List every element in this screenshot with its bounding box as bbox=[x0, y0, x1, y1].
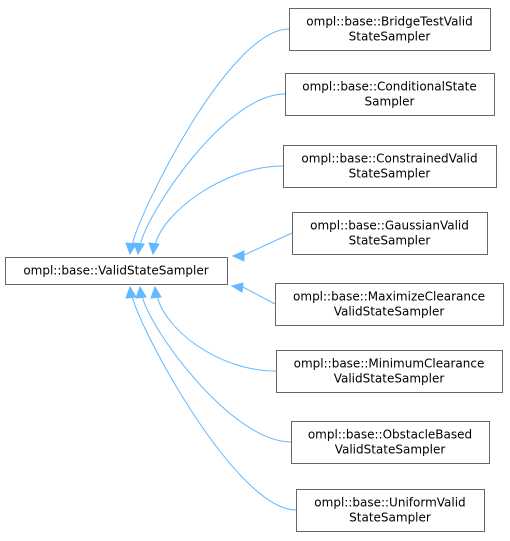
node-bridgetestvalidstatesampler-label-line: ompl::base::BridgeTestValid bbox=[306, 15, 472, 29]
inheritance-edge bbox=[241, 232, 293, 257]
inheritance-edges bbox=[125, 28, 297, 511]
node-validstatesampler[interactable]: ompl::base::ValidStateSampler bbox=[5, 257, 228, 285]
node-constrainedvalidstatesampler-label-line: ompl::base::ConstrainedValid bbox=[301, 152, 477, 166]
node-maximizeclearancevalidstatesampler-label-line: ompl::base::MaximizeClearance bbox=[293, 290, 485, 304]
class-nodes: ompl::base::ValidStateSamplerompl::base:… bbox=[5, 8, 504, 532]
arrowhead-icon bbox=[230, 282, 244, 293]
node-gaussianvalidstatesampler-label-line: StateSampler bbox=[349, 234, 431, 248]
inheritance-edge bbox=[154, 165, 284, 247]
node-gaussianvalidstatesampler-label-line: ompl::base::GaussianValid bbox=[310, 219, 469, 233]
node-constrainedvalidstatesampler-box bbox=[283, 145, 497, 188]
inheritance-edge bbox=[240, 285, 276, 305]
node-constrainedvalidstatesampler-label-line: StateSampler bbox=[349, 167, 431, 181]
node-minimumclearancevalidstatesampler-label-line: ValidStateSampler bbox=[334, 372, 445, 386]
node-validstatesampler-box bbox=[5, 257, 228, 285]
arrowhead-icon bbox=[125, 242, 137, 256]
node-uniformvalidstatesampler-box bbox=[296, 489, 485, 532]
node-obstaclebasedvalidstatesampler-label-line: ValidStateSampler bbox=[335, 443, 446, 457]
node-bridgetestvalidstatesampler-label-line: StateSampler bbox=[349, 30, 431, 44]
node-minimumclearancevalidstatesampler[interactable]: ompl::base::MinimumClearanceValidStateSa… bbox=[276, 350, 503, 393]
node-validstatesampler-label-line: ompl::base::ValidStateSampler bbox=[23, 264, 208, 278]
inheritance-edge bbox=[141, 294, 292, 443]
node-uniformvalidstatesampler-label-line: ompl::base::UniformValid bbox=[314, 496, 465, 510]
arrowhead-icon bbox=[133, 242, 145, 256]
inheritance-edge bbox=[139, 93, 286, 247]
inheritance-edge bbox=[131, 28, 290, 247]
node-conditionalstatesampler-label-line: Sampler bbox=[365, 95, 415, 109]
node-obstaclebasedvalidstatesampler[interactable]: ompl::base::ObstacleBasedValidStateSampl… bbox=[291, 421, 490, 464]
inheritance-edge bbox=[131, 294, 297, 511]
node-uniformvalidstatesampler-label-line: StateSampler bbox=[349, 511, 431, 525]
node-minimumclearancevalidstatesampler-box bbox=[276, 350, 503, 393]
node-obstaclebasedvalidstatesampler-box bbox=[291, 421, 490, 464]
arrowhead-icon bbox=[125, 285, 137, 299]
arrowhead-icon bbox=[135, 285, 147, 299]
inheritance-edge bbox=[156, 294, 277, 372]
node-conditionalstatesampler-label-line: ompl::base::ConditionalState bbox=[302, 80, 476, 94]
arrowhead-icon bbox=[148, 242, 160, 256]
node-bridgetestvalidstatesampler-box bbox=[289, 8, 491, 51]
node-maximizeclearancevalidstatesampler-box bbox=[275, 283, 504, 326]
node-conditionalstatesampler-box bbox=[285, 73, 495, 116]
node-obstaclebasedvalidstatesampler-label-line: ompl::base::ObstacleBased bbox=[308, 428, 472, 442]
node-maximizeclearancevalidstatesampler[interactable]: ompl::base::MaximizeClearanceValidStateS… bbox=[275, 283, 504, 326]
arrowhead-icon bbox=[150, 285, 162, 299]
node-gaussianvalidstatesampler-box bbox=[292, 212, 488, 255]
node-maximizeclearancevalidstatesampler-label-line: ValidStateSampler bbox=[334, 305, 445, 319]
node-minimumclearancevalidstatesampler-label-line: ompl::base::MinimumClearance bbox=[294, 357, 485, 371]
arrowhead-icon bbox=[231, 250, 245, 262]
